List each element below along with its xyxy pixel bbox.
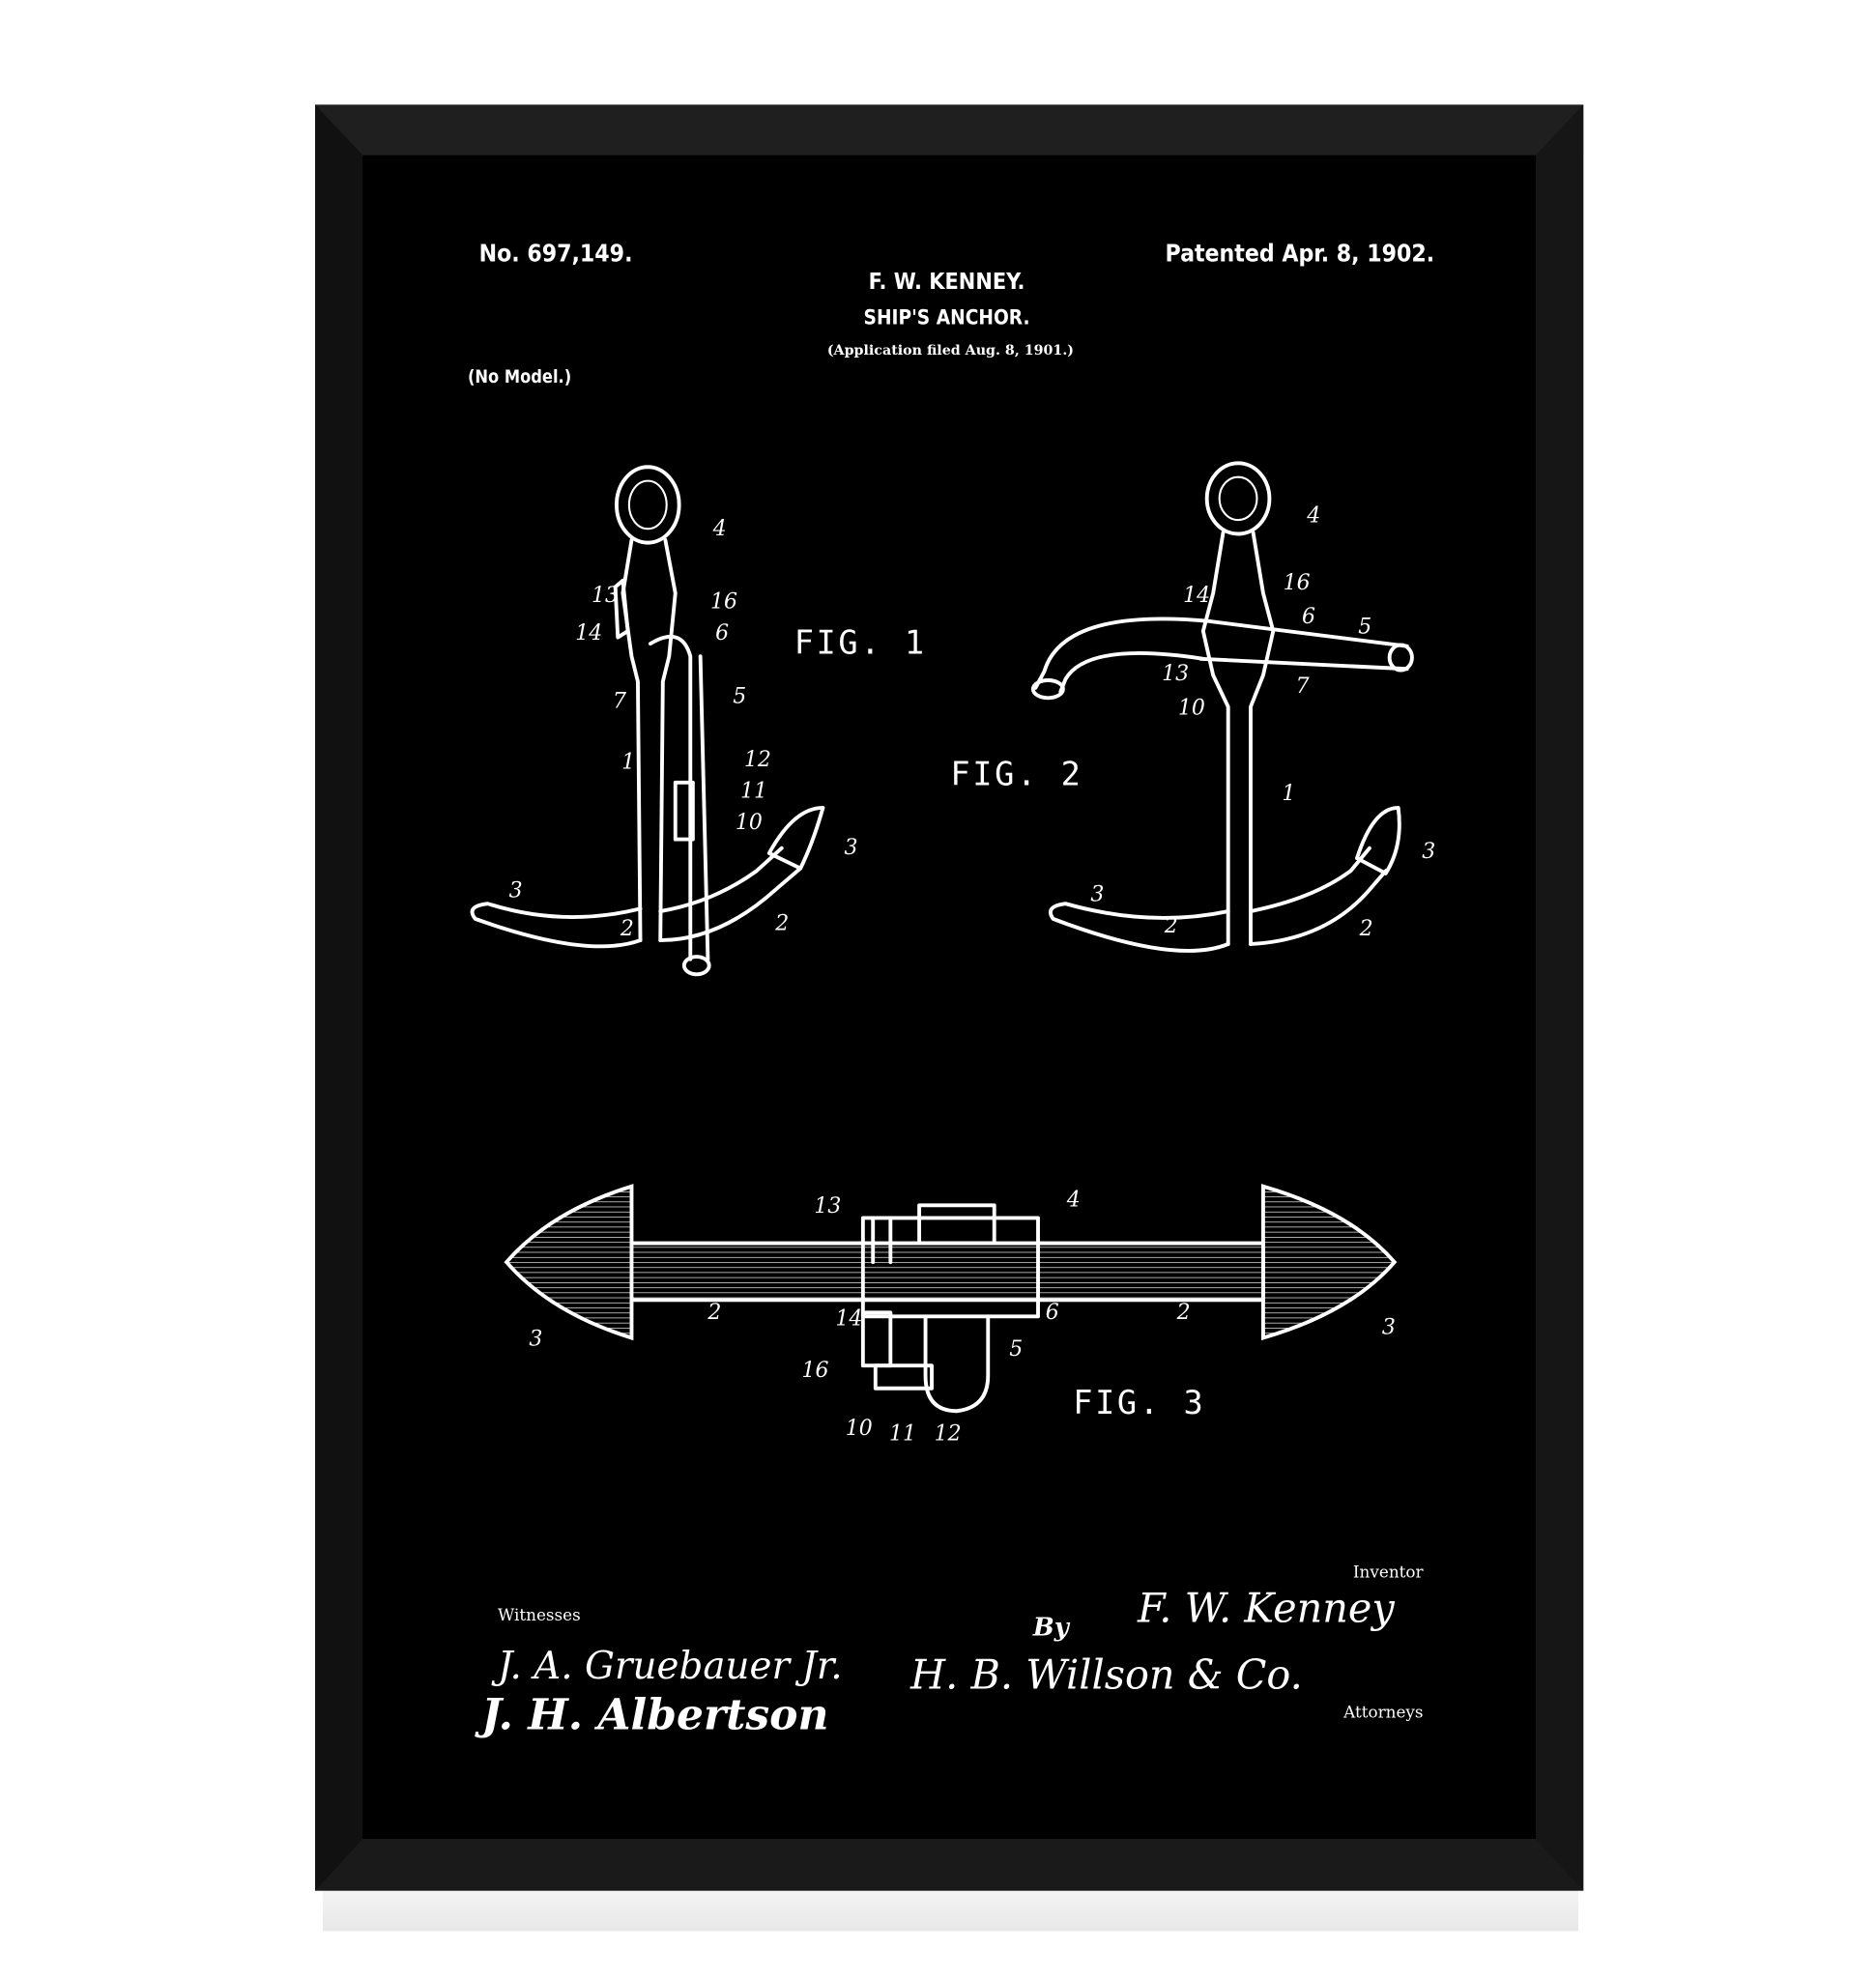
reference-numeral: 10: [846, 1416, 873, 1441]
reference-numeral: 2: [1164, 913, 1178, 938]
reference-numeral: 16: [710, 588, 737, 614]
reference-numeral: 6: [1046, 1300, 1059, 1325]
reference-numeral: 3: [1422, 839, 1435, 864]
reference-numeral: 4: [1066, 1188, 1081, 1213]
figure-1-numerals: 4 13 16 14 6 7 5 1 12 11 10 3 3 2 2: [509, 516, 858, 941]
reference-numeral: 12: [935, 1420, 962, 1446]
reference-numeral: 4: [1306, 503, 1320, 529]
reference-numeral: 11: [740, 778, 767, 803]
figure-2-label: FIG. 2: [950, 755, 1082, 792]
reference-numeral: 16: [1284, 570, 1311, 595]
attorney-signature: H. B. Willson & Co.: [909, 1650, 1303, 1698]
reference-numeral: 3: [1090, 881, 1104, 906]
reference-numeral: 2: [707, 1300, 721, 1325]
reference-numeral: 13: [592, 583, 619, 608]
invention-title: SHIP'S ANCHOR.: [864, 306, 1030, 330]
reference-numeral: 14: [835, 1305, 862, 1331]
inventor-label: Inventor: [1353, 1563, 1425, 1582]
reference-numeral: 10: [1178, 695, 1205, 720]
poster-mat: [362, 155, 1537, 1840]
reference-numeral: 6: [1302, 604, 1315, 629]
reference-numeral: 16: [801, 1358, 828, 1383]
reference-numeral: 13: [1162, 661, 1189, 686]
reference-numeral: 1: [621, 749, 635, 774]
figure-1-drawing: [470, 465, 825, 977]
model-note: (No Model.): [468, 367, 571, 387]
reference-numeral: 10: [736, 810, 763, 835]
reference-numeral: 11: [889, 1420, 916, 1446]
reference-numeral: 1: [1282, 781, 1295, 806]
reference-numeral: 14: [1183, 583, 1210, 608]
reference-numeral: 5: [1358, 615, 1371, 640]
witnesses-label: Witnesses: [498, 1605, 581, 1624]
reference-numeral: 13: [814, 1193, 841, 1219]
reference-numeral: 3: [509, 878, 523, 903]
figure-3-label: FIG. 3: [1073, 1384, 1205, 1421]
inventor-name: F. W. KENNEY.: [869, 268, 1025, 295]
reference-numeral: 2: [1359, 916, 1373, 941]
by-label: By: [1032, 1614, 1071, 1643]
reference-numeral: 7: [613, 689, 627, 714]
reference-numeral: 3: [1382, 1314, 1396, 1339]
figure-3-drawing: [504, 1184, 1398, 1414]
reference-numeral: 12: [744, 747, 771, 772]
reference-numeral: 2: [774, 911, 789, 936]
reference-numeral: 5: [1009, 1336, 1023, 1362]
witness-2-signature: J. H. Albertson: [475, 1689, 828, 1739]
inventor-signature: F. W. Kenney: [1137, 1584, 1395, 1631]
patent-date: Patented Apr. 8, 1902.: [1166, 239, 1435, 267]
reference-numeral: 5: [733, 683, 746, 708]
witness-1-signature: J. A. Gruebauer Jr.: [491, 1645, 842, 1688]
reference-numeral: 4: [712, 516, 727, 541]
reference-numeral: 7: [1296, 674, 1311, 699]
reference-numeral: 2: [620, 916, 634, 941]
figure-1-label: FIG. 1: [794, 623, 927, 661]
reference-numeral: 6: [715, 620, 729, 645]
application-date: (Application filed Aug. 8, 1901.): [827, 343, 1074, 359]
patent-number: No. 697,149.: [479, 239, 633, 267]
reference-numeral: 14: [575, 620, 602, 645]
reference-numeral: 3: [844, 835, 857, 860]
figure-2-drawing: [1030, 461, 1414, 953]
attorneys-label: Attorneys: [1342, 1703, 1423, 1722]
reference-numeral: 2: [1176, 1300, 1191, 1325]
reference-numeral: 3: [529, 1326, 542, 1351]
